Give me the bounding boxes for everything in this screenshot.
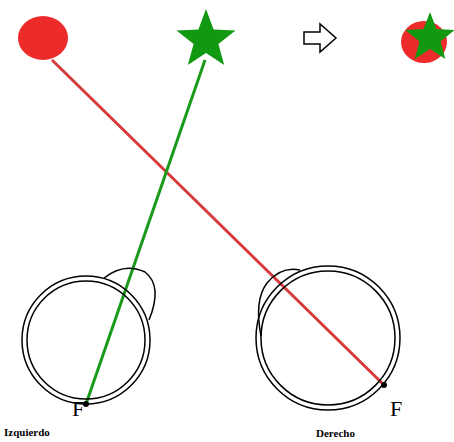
eye-label: Derecho — [316, 428, 355, 439]
green-sight-line — [86, 60, 205, 404]
fovea-label: F — [390, 398, 402, 420]
fovea-label: F — [72, 398, 84, 420]
red-circle — [18, 16, 68, 60]
green-star — [177, 9, 236, 65]
fovea-dot — [381, 382, 387, 388]
outline-arrow — [304, 24, 336, 52]
green-star — [405, 12, 454, 59]
right-eye — [256, 266, 400, 410]
left-eye — [22, 268, 155, 404]
red-sight-line — [52, 60, 384, 385]
eye-label: Izquierdo — [4, 427, 50, 438]
